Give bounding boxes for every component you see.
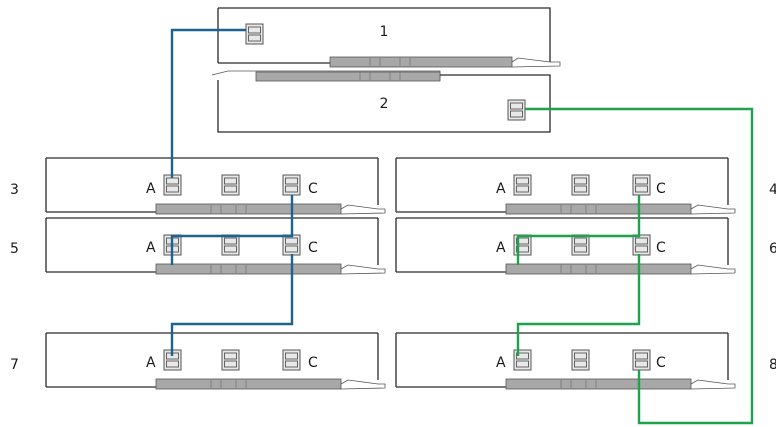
shelf-label-3: 3 bbox=[10, 182, 19, 198]
shelf-4-port-b-icon bbox=[571, 174, 590, 196]
shelf-8-handle-bar bbox=[505, 378, 692, 390]
controller-2-label: 2 bbox=[380, 96, 389, 112]
shelf-8 bbox=[395, 332, 736, 390]
shelf-3-port-a-label: A bbox=[146, 181, 156, 197]
shelf-4-port-c-label: C bbox=[656, 181, 666, 197]
shelf-6 bbox=[395, 217, 736, 275]
shelf-6-port-a-icon bbox=[513, 234, 532, 256]
shelf-3-port-c-label: C bbox=[308, 181, 318, 197]
cable-green-4c-to-6a bbox=[516, 195, 641, 265]
shelf-7-port-c-icon bbox=[282, 349, 301, 371]
controller-2: 2 bbox=[211, 70, 551, 133]
shelf-4-handle-bar bbox=[505, 203, 692, 215]
shelf-8-port-c-label: C bbox=[656, 355, 666, 371]
shelf-6-port-c-label: C bbox=[656, 240, 666, 256]
shelf-4 bbox=[395, 157, 736, 215]
shelf-8-port-b-icon bbox=[571, 349, 590, 371]
shelf-6-handle-bar bbox=[505, 263, 692, 275]
shelf-5-handle-bar bbox=[155, 263, 342, 275]
shelf-6-port-a-label: A bbox=[496, 240, 506, 256]
shelf-4-port-a-label: A bbox=[496, 181, 506, 197]
port-letter-labels: A C A C A C A C A C A C bbox=[146, 181, 666, 371]
shelf-6-port-c-icon bbox=[632, 234, 651, 256]
cable-green-8c-to-2 bbox=[525, 107, 754, 425]
shelf-8-port-a-label: A bbox=[496, 355, 506, 371]
cable-green-6c-to-8a bbox=[516, 254, 641, 356]
shelf-7 bbox=[45, 332, 386, 390]
shelf-3-handle-bar bbox=[155, 203, 342, 215]
shelf-label-7: 7 bbox=[10, 357, 19, 373]
cable-blue-3c-to-5a bbox=[170, 195, 294, 265]
shelf-labels: 3 4 5 6 7 8 bbox=[10, 182, 776, 373]
shelf-8-port-c-icon bbox=[632, 349, 651, 371]
shelf-8-port-a-icon bbox=[513, 349, 532, 371]
shelf-5 bbox=[45, 217, 386, 275]
cable-blue-1-to-3a bbox=[170, 28, 246, 178]
shelf-label-5: 5 bbox=[10, 241, 19, 257]
controller-1-label: 1 bbox=[380, 24, 389, 40]
shelf-label-4: 4 bbox=[769, 182, 776, 198]
shelf-4-port-a-icon bbox=[513, 174, 532, 196]
shelf-4-port-c-icon bbox=[632, 174, 651, 196]
shelf-label-8: 8 bbox=[769, 357, 776, 373]
shelf-7-port-c-label: C bbox=[308, 355, 318, 371]
shelf-6-port-b-icon bbox=[571, 234, 590, 256]
controller-1: 1 bbox=[217, 7, 561, 68]
shelf-3-port-b-icon bbox=[221, 174, 240, 196]
cable-blue-5c-to-7a bbox=[170, 254, 294, 356]
shelf-3-port-c-icon bbox=[282, 174, 301, 196]
controller-1-handle-bar bbox=[329, 56, 513, 68]
shelf-5-port-c-icon bbox=[282, 234, 301, 256]
shelf-5-port-b-icon bbox=[221, 234, 240, 256]
shelf-5-port-c-label: C bbox=[308, 240, 318, 256]
controller-1-port-icon bbox=[245, 23, 264, 45]
shelf-3 bbox=[45, 157, 386, 215]
shelf-5-port-a-label: A bbox=[146, 240, 156, 256]
shelf-7-port-b-icon bbox=[221, 349, 240, 371]
controller-2-port-icon bbox=[507, 99, 526, 121]
cables bbox=[170, 28, 754, 425]
shelf-label-6: 6 bbox=[769, 241, 776, 257]
controller-2-handle-bar bbox=[255, 71, 441, 82]
shelf-7-port-a-label: A bbox=[146, 355, 156, 371]
shelves bbox=[45, 157, 736, 390]
shelf-7-handle-bar bbox=[155, 378, 342, 390]
